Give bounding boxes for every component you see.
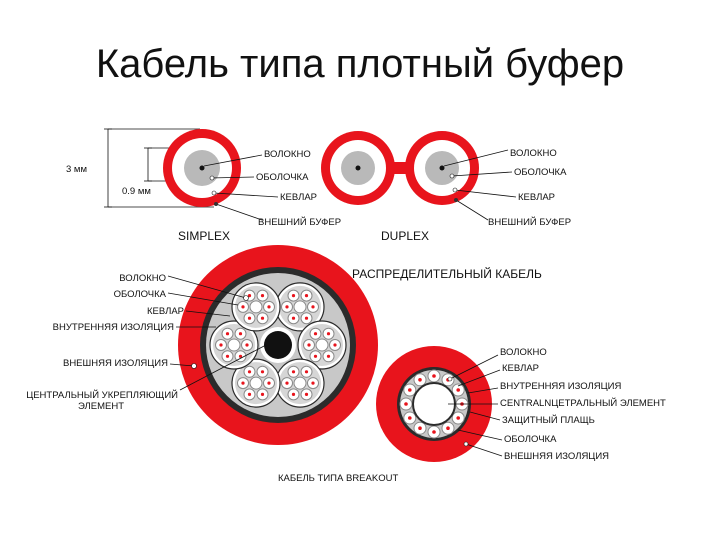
breakout-label-central: CENTRALNЦЕТРАЛЬНЫЙ ЭЛЕМЕНТ — [500, 397, 666, 409]
breakout-label-outer-jacket: ВНЕШНЯЯ ИЗОЛЯЦИЯ — [504, 451, 609, 462]
distribution-label-inner-jacket: ВНУТРЕННЯЯ ИЗОЛЯЦИЯ — [53, 322, 174, 333]
duplex-label-coating: ОБОЛОЧКА — [514, 167, 567, 178]
distribution-label-fiber: ВОЛОКНО — [119, 273, 166, 284]
duplex-label-buffer: ВНЕШНИЙ БУФЕР — [488, 216, 571, 228]
simplex-label-buffer: ВНЕШНИЙ БУФЕР — [258, 216, 341, 228]
distribution-central-member — [264, 331, 292, 359]
dimension-outer-label: 3 мм — [66, 164, 87, 175]
breakout-label-inner-jacket: ВНУТРЕННЯЯ ИЗОЛЯЦИЯ — [500, 381, 621, 392]
distribution-label-central-2: ЭЛЕМЕНТ — [78, 401, 124, 412]
duplex-left-fiber — [355, 165, 361, 171]
distribution-label-kevlar: КЕВЛАР — [147, 306, 184, 317]
simplex-label-kevlar: КЕВЛАР — [280, 192, 317, 203]
breakout-label-fiber: ВОЛОКНО — [500, 347, 547, 358]
distribution-label-central-1: ЦЕНТРАЛЬНЫЙ УКРЕПЛЯЮЩИЙ — [26, 389, 178, 401]
simplex-cable: ВОЛОКНО ОБОЛОЧКА КЕВЛАР ВНЕШНИЙ БУФЕР SI… — [163, 129, 341, 243]
duplex-caption: DUPLEX — [381, 229, 429, 243]
distribution-cable: ВОЛОКНО ОБОЛОЧКА КЕВЛАР ВНУТРЕННЯЯ ИЗОЛЯ… — [26, 245, 542, 445]
duplex-right-fiber — [439, 165, 445, 171]
distribution-caption: РАСПРЕДЕЛИТЕЛЬНЫЙ КАБЕЛЬ — [352, 266, 542, 281]
breakout-caption: КАБЕЛЬ ТИПА BREAKOUT — [278, 473, 398, 484]
breakout-label-coating: ОБОЛОЧКА — [504, 434, 557, 445]
simplex-fiber — [199, 165, 205, 171]
breakout-label-kevlar: КЕВЛАР — [502, 363, 539, 374]
dimension-marks: 3 мм 0.9 мм — [66, 128, 214, 208]
breakout-cable: ВОЛОКНО КЕВЛАР ВНУТРЕННЯЯ ИЗОЛЯЦИЯ CENTR… — [278, 346, 666, 484]
dimension-inner-label: 0.9 мм — [122, 186, 151, 197]
distribution-label-coating: ОБОЛОЧКА — [114, 289, 167, 300]
simplex-caption: SIMPLEX — [178, 229, 230, 243]
distribution-subunits — [209, 282, 347, 408]
duplex-cable: ВОЛОКНО ОБОЛОЧКА КЕВЛАР ВНЕШНИЙ БУФЕР DU… — [321, 131, 571, 243]
distribution-label-outer-jacket: ВНЕШНЯЯ ИЗОЛЯЦИЯ — [63, 358, 168, 369]
breakout-label-sheath: ЗАЩИТНЫЙ ПЛАЩЬ — [502, 414, 595, 426]
simplex-label-fiber: ВОЛОКНО — [264, 149, 311, 160]
duplex-label-fiber: ВОЛОКНО — [510, 148, 557, 159]
breakout-subunits — [399, 369, 469, 439]
simplex-label-coating: ОБОЛОЧКА — [256, 172, 309, 183]
duplex-label-kevlar: КЕВЛАР — [518, 192, 555, 203]
slide-title: Кабель типа плотный буфер — [95, 42, 625, 86]
